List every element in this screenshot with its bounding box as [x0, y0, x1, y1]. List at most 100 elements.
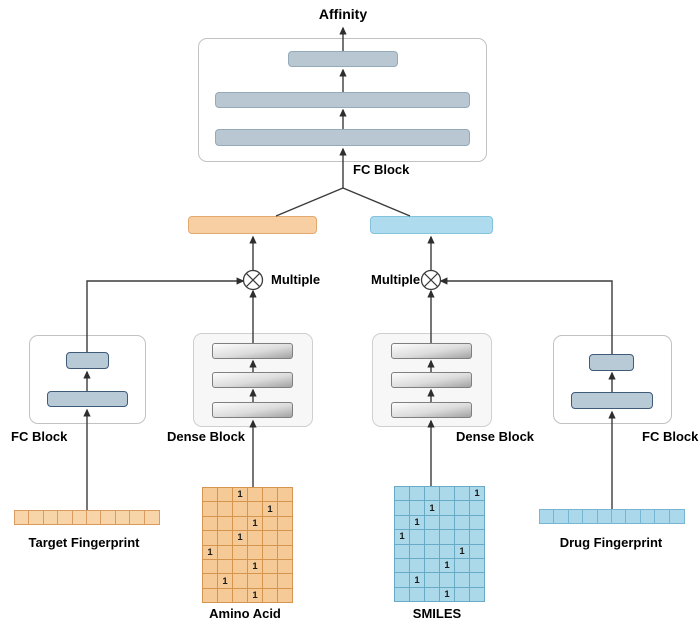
grid-cell	[278, 516, 293, 532]
grid-cell	[248, 531, 263, 546]
grid-cell	[395, 515, 410, 531]
protein-feature-vector	[188, 216, 317, 234]
grid-cell	[203, 502, 218, 517]
grid-cell	[395, 501, 410, 516]
right-dense-layer-2	[391, 372, 472, 388]
grid-cell	[278, 488, 293, 503]
grid-cell	[395, 587, 410, 603]
line-protein-to-concat	[275, 187, 344, 217]
grid-cell: 1	[248, 559, 263, 575]
grid-cell	[233, 502, 248, 517]
smiles-label: SMILES	[412, 606, 462, 621]
grid-cell	[470, 544, 485, 559]
drug-fingerprint-vector	[539, 509, 685, 524]
grid-cell	[440, 515, 455, 531]
left-fc-block-container	[29, 335, 146, 424]
grid-cell	[203, 574, 218, 589]
grid-cell: 1	[425, 501, 440, 516]
right-dense-block-label: Dense Block	[456, 429, 535, 444]
grid-cell	[248, 488, 263, 503]
grid-cell	[248, 574, 263, 589]
grid-cell	[263, 545, 278, 560]
grid-cell: 1	[410, 515, 425, 531]
grid-cell	[233, 559, 248, 575]
grid-cell	[425, 587, 440, 603]
left-dense-block-label: Dense Block	[167, 429, 246, 444]
target-fingerprint-vector	[14, 510, 160, 525]
top-fc-layer-1	[215, 129, 470, 146]
right-multiply-node	[420, 269, 442, 291]
line-drug-to-concat	[342, 187, 411, 217]
grid-cell	[470, 558, 485, 574]
right-multiply-label: Multiple	[371, 272, 421, 287]
grid-cell: 1	[203, 545, 218, 560]
grid-cell	[410, 587, 425, 603]
grid-cell	[263, 588, 278, 604]
grid-cell	[440, 530, 455, 545]
left-dense-layer-3	[212, 343, 293, 359]
grid-cell: 1	[233, 531, 248, 546]
fingerprint-cell	[44, 511, 59, 524]
top-fc-layer-2	[215, 92, 470, 108]
grid-cell	[470, 587, 485, 603]
top-fc-block-label: FC Block	[353, 162, 410, 177]
right-dense-layer-3	[391, 343, 472, 359]
grid-cell	[218, 502, 233, 517]
grid-cell	[218, 559, 233, 575]
fingerprint-cell	[655, 510, 670, 523]
grid-cell	[425, 515, 440, 531]
grid-cell	[470, 573, 485, 588]
fingerprint-cell	[101, 511, 116, 524]
grid-cell	[470, 530, 485, 545]
fingerprint-cell	[58, 511, 73, 524]
left-fc-layer-1	[47, 391, 128, 407]
drug-feature-vector	[370, 216, 493, 234]
grid-cell: 1	[218, 574, 233, 589]
grid-cell	[203, 531, 218, 546]
grid-cell	[455, 501, 470, 516]
grid-cell	[248, 545, 263, 560]
grid-cell: 1	[248, 516, 263, 532]
grid-cell	[395, 558, 410, 574]
grid-cell	[455, 558, 470, 574]
right-fc-block-label: FC Block	[642, 429, 699, 444]
grid-cell	[233, 574, 248, 589]
right-fc-block-container	[553, 335, 672, 424]
grid-cell: 1	[440, 587, 455, 603]
grid-cell	[440, 487, 455, 502]
grid-cell	[278, 559, 293, 575]
grid-cell	[233, 588, 248, 604]
fingerprint-cell	[641, 510, 656, 523]
grid-cell	[440, 573, 455, 588]
left-fc-layer-2	[66, 352, 109, 369]
grid-cell	[395, 573, 410, 588]
grid-cell	[278, 545, 293, 560]
right-fc-layer-1	[571, 392, 653, 409]
grid-cell: 1	[410, 573, 425, 588]
grid-cell: 1	[440, 558, 455, 574]
fingerprint-cell	[87, 511, 102, 524]
grid-cell	[410, 544, 425, 559]
grid-cell	[203, 588, 218, 604]
grid-cell	[470, 501, 485, 516]
left-multiply-label: Multiple	[271, 272, 321, 287]
grid-cell	[248, 502, 263, 517]
grid-cell	[455, 587, 470, 603]
grid-cell	[440, 501, 455, 516]
grid-cell	[455, 530, 470, 545]
fingerprint-cell	[540, 510, 555, 523]
fingerprint-cell	[626, 510, 641, 523]
fingerprint-cell	[116, 511, 131, 524]
grid-cell	[218, 531, 233, 546]
grid-cell	[425, 487, 440, 502]
grid-cell	[278, 502, 293, 517]
grid-cell: 1	[233, 488, 248, 503]
grid-cell	[263, 488, 278, 503]
right-fc-layer-2	[589, 354, 634, 371]
grid-cell: 1	[470, 487, 485, 502]
grid-cell	[425, 530, 440, 545]
grid-cell	[278, 531, 293, 546]
grid-cell	[395, 487, 410, 502]
